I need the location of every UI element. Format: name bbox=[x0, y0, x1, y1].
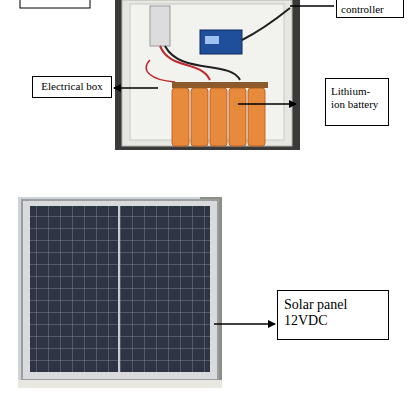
leader-arrow bbox=[238, 103, 296, 105]
label-box: controller bbox=[336, 0, 404, 18]
label-box: Lithium-ion battery bbox=[325, 78, 389, 126]
label-text: Lithium-ion battery bbox=[331, 85, 383, 110]
cut-box bbox=[20, 0, 90, 8]
label-box: Solar panel 12VDC bbox=[277, 290, 389, 340]
leader-arrow bbox=[214, 323, 275, 325]
label-text: controller bbox=[341, 3, 399, 16]
leader-arrow bbox=[114, 87, 158, 89]
label-box: Electrical box bbox=[32, 76, 112, 98]
label-text: Electrical box bbox=[37, 80, 107, 93]
solar-panel-photo bbox=[18, 197, 222, 388]
electrical-box-photo bbox=[115, 0, 300, 150]
leader-line bbox=[290, 5, 334, 7]
label-text: Solar panel 12VDC bbox=[284, 297, 382, 329]
